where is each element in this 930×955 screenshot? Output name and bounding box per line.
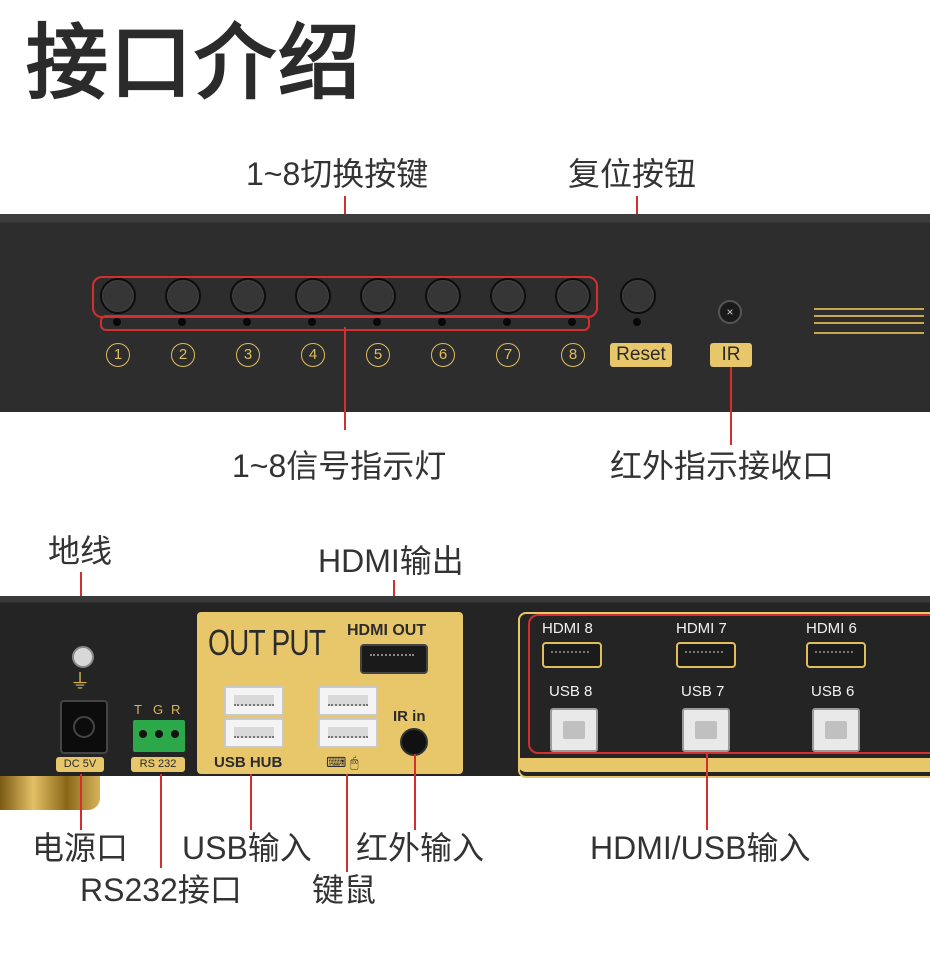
switch-button-6[interactable] xyxy=(425,278,461,314)
label-switch-buttons: 1~8切换按键 xyxy=(246,156,429,192)
label-ir-receiver: 红外指示接收口 xyxy=(610,448,835,484)
usb-hub-port-1[interactable] xyxy=(224,686,284,716)
label-power: 电源口 xyxy=(32,830,129,866)
ir-tag: IR xyxy=(710,343,752,367)
rs232-r: R xyxy=(171,702,181,717)
signal-led-1 xyxy=(113,318,121,326)
usb-8-label: USB 8 xyxy=(549,683,593,700)
port-number-5: 5 xyxy=(366,343,390,367)
reset-led xyxy=(633,318,641,326)
front-panel xyxy=(0,214,930,412)
power-cable xyxy=(0,776,100,810)
keyboard-port[interactable] xyxy=(318,686,378,716)
switch-button-2[interactable] xyxy=(165,278,201,314)
hdmi-8-label: HDMI 8 xyxy=(542,620,593,637)
reset-button[interactable] xyxy=(620,278,656,314)
hdmi-out-port-icon[interactable] xyxy=(360,644,428,674)
label-signal-leds: 1~8信号指示灯 xyxy=(232,448,447,484)
dc-jack-icon[interactable] xyxy=(60,700,108,754)
rs232-tag: RS 232 xyxy=(131,757,185,772)
ir-in-jack-icon[interactable] xyxy=(400,728,428,756)
hdmi-7-port-icon[interactable] xyxy=(676,642,736,668)
label-usb-input: USB输入 xyxy=(182,830,312,866)
port-number-3: 3 xyxy=(236,343,260,367)
label-ground: 地线 xyxy=(48,533,113,569)
hdmi-6-port-icon[interactable] xyxy=(806,642,866,668)
usb-hub-port-2[interactable] xyxy=(224,718,284,748)
ir-receiver-icon: × xyxy=(718,300,742,324)
port-number-4: 4 xyxy=(301,343,325,367)
hdmi-7-label: HDMI 7 xyxy=(676,620,727,637)
hdmi-8-port-icon[interactable] xyxy=(542,642,602,668)
usb-hub-label: USB HUB xyxy=(214,754,283,771)
reset-tag: Reset xyxy=(610,343,672,367)
label-hdmi-output: HDMI输出 xyxy=(318,543,464,579)
rs232-g: G xyxy=(153,702,164,717)
hdmi-out-label: HDMI OUT xyxy=(347,622,427,639)
page-title: 接口介绍 xyxy=(26,15,363,111)
switch-button-4[interactable] xyxy=(295,278,331,314)
signal-led-8 xyxy=(568,318,576,326)
input-gold-strip xyxy=(518,758,930,772)
input-highlight xyxy=(528,614,930,754)
usb-6-label: USB 6 xyxy=(811,683,855,700)
signal-led-5 xyxy=(373,318,381,326)
label-hdmi-usb-input: HDMI/USB输入 xyxy=(590,830,811,866)
port-number-2: 2 xyxy=(171,343,195,367)
port-number-7: 7 xyxy=(496,343,520,367)
usb-7-label: USB 7 xyxy=(681,683,725,700)
keyboard-mouse-icon: ⌨ 🖱 xyxy=(326,754,359,770)
rs232-t: T xyxy=(134,702,142,717)
label-keyboard-mouse: 键鼠 xyxy=(312,872,377,908)
vent-lines xyxy=(814,308,924,334)
port-number-1: 1 xyxy=(106,343,130,367)
signal-led-6 xyxy=(438,318,446,326)
mouse-port[interactable] xyxy=(318,718,378,748)
switch-buttons-highlight xyxy=(92,276,598,318)
hdmi-6-label: HDMI 6 xyxy=(806,620,857,637)
switch-button-1[interactable] xyxy=(100,278,136,314)
ground-screw-icon xyxy=(72,646,94,668)
usb-6-port-icon[interactable] xyxy=(812,708,860,752)
ground-symbol-icon: ⏚ xyxy=(70,671,90,693)
switch-button-7[interactable] xyxy=(490,278,526,314)
input-section xyxy=(518,612,930,778)
switch-button-5[interactable] xyxy=(360,278,396,314)
label-ir-input: 红外输入 xyxy=(356,830,485,866)
signal-led-7 xyxy=(503,318,511,326)
signal-led-3 xyxy=(243,318,251,326)
label-reset-button: 复位按钮 xyxy=(568,156,697,192)
signal-led-4 xyxy=(308,318,316,326)
signal-led-2 xyxy=(178,318,186,326)
out-put-label: OUT PUT xyxy=(208,622,326,663)
switch-button-3[interactable] xyxy=(230,278,266,314)
rs232-terminal-icon[interactable] xyxy=(133,720,185,752)
port-number-6: 6 xyxy=(431,343,455,367)
port-number-8: 8 xyxy=(561,343,585,367)
label-rs232: RS232接口 xyxy=(80,872,242,908)
ir-in-label: IR in xyxy=(393,708,426,725)
dc-tag: DC 5V xyxy=(56,757,104,772)
switch-button-8[interactable] xyxy=(555,278,591,314)
usb-8-port-icon[interactable] xyxy=(550,708,598,752)
usb-7-port-icon[interactable] xyxy=(682,708,730,752)
